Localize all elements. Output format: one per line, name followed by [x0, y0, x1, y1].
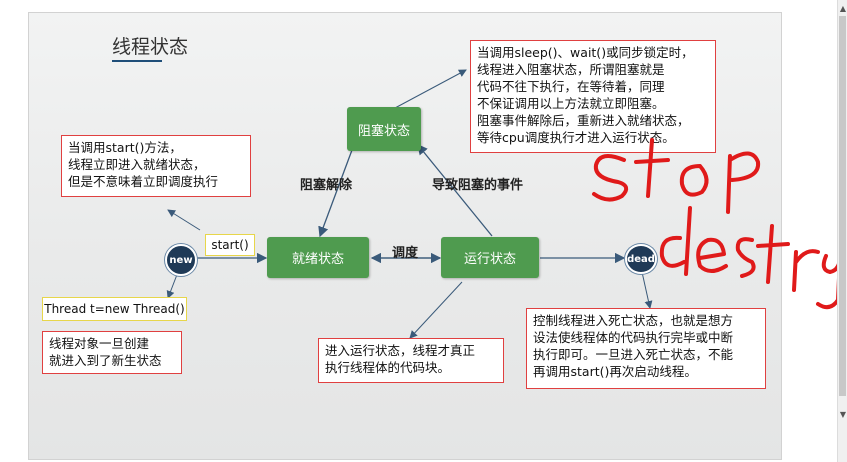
pointer-block-note	[394, 69, 467, 109]
scrollbar-thumb[interactable]	[839, 16, 846, 396]
node-dead: dead	[625, 244, 657, 274]
pointer-thread-code	[166, 271, 179, 299]
note-block: 当调用sleep()、wait()或同步锁定时， 线程进入阻塞状态，所谓阻塞就是…	[470, 40, 716, 153]
pointer-start-note	[167, 209, 201, 231]
title-underline	[112, 60, 162, 62]
pointer-dead-note	[641, 271, 653, 309]
scroll-down-icon[interactable]: ▼	[839, 410, 846, 419]
start-call-label: start()	[205, 234, 255, 256]
pointer-running-note	[409, 281, 463, 339]
state-running: 运行状态	[441, 237, 539, 278]
thread-code: Thread t=new Thread()	[42, 297, 187, 321]
note-running: 进入运行状态，线程才真正 执行线程体的代码块。	[318, 338, 504, 383]
label-unblock: 阻塞解除	[300, 178, 353, 193]
node-new: new	[165, 244, 197, 276]
page-title: 线程状态	[112, 36, 189, 58]
scroll-up-icon[interactable]: ▲	[839, 4, 846, 13]
state-ready: 就绪状态	[267, 237, 369, 278]
state-blocked: 阻塞状态	[347, 107, 421, 151]
note-start: 当调用start()方法， 线程立即进入就绪状态， 但是不意味着立即调度执行	[61, 135, 251, 197]
edge-running-blocked	[417, 143, 493, 237]
note-new-state: 线程对象一旦创建 就进入到了新生状态	[42, 331, 182, 374]
edge-blocked-ready	[318, 149, 353, 238]
label-block-event: 导致阻塞的事件	[432, 178, 524, 193]
label-schedule: 调度	[392, 246, 419, 261]
note-dead: 控制线程进入死亡状态，也就是想方 设法使线程体的代码执行完毕或中断 执行即可。一…	[526, 308, 766, 389]
